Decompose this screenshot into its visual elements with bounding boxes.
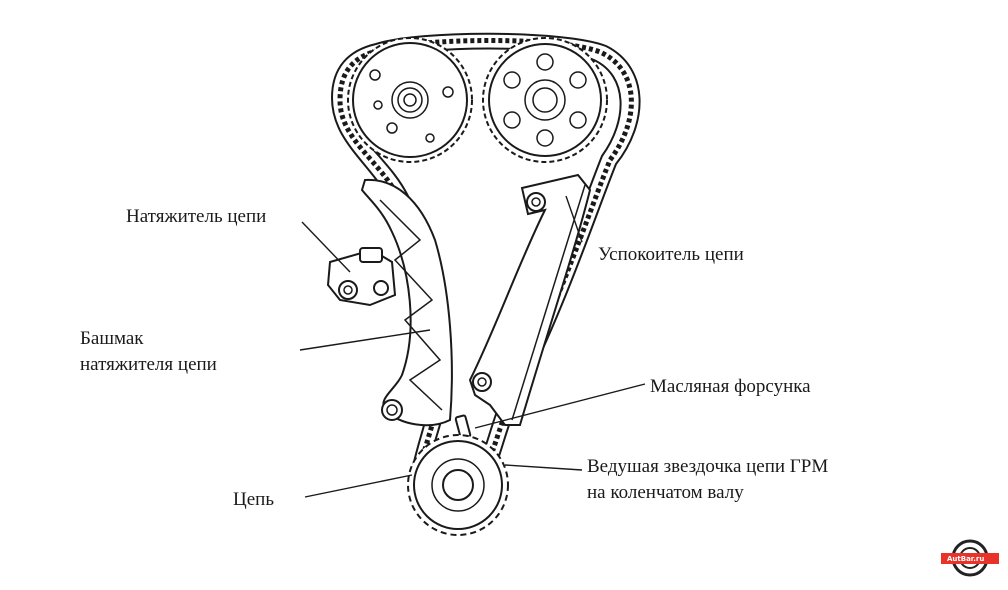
label-sprocket-line1: Ведушая звездочка цепи ГРМ xyxy=(587,456,828,477)
label-sprocket-line2: на коленчатом валу xyxy=(587,482,744,503)
chain-tensioner xyxy=(326,247,397,307)
autbar-logo: AutBar.ru xyxy=(941,539,999,577)
logo-text: AutBar.ru xyxy=(947,555,984,563)
exhaust-cam-sprocket xyxy=(482,37,608,163)
label-shoe-line1: Башмак xyxy=(80,328,144,349)
tensioner-shoe xyxy=(360,178,453,427)
intake-cam-sprocket xyxy=(347,37,473,163)
label-oil-jet: Масляная форсунка xyxy=(650,376,811,397)
crankshaft-sprocket xyxy=(407,434,509,536)
leader-lines xyxy=(299,195,646,498)
chain-damper xyxy=(468,173,592,426)
label-damper: Успокоитель цепи xyxy=(598,244,744,265)
label-chain: Цепь xyxy=(233,489,274,510)
label-tensioner: Натяжитель цепи xyxy=(126,206,266,227)
label-shoe-line2: натяжителя цепи xyxy=(80,354,217,375)
